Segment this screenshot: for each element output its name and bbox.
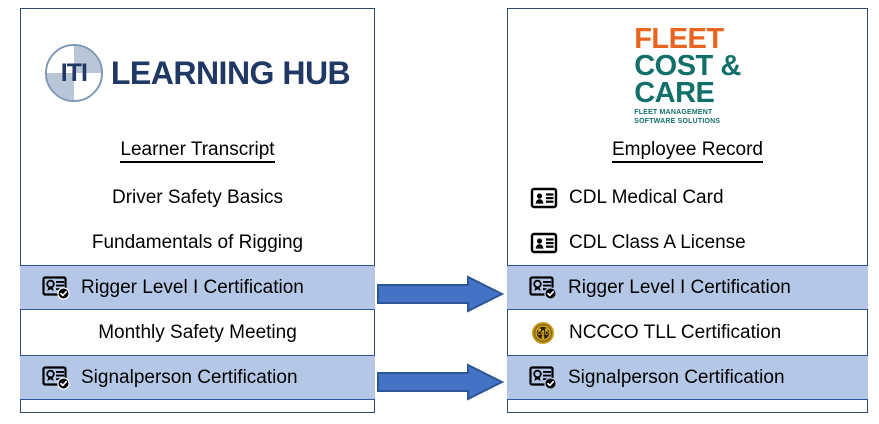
id-card-icon <box>530 230 560 256</box>
certificate-check-icon <box>529 365 559 391</box>
id-card-icon <box>530 185 560 211</box>
fcc-line-cost: COST & <box>634 50 741 83</box>
list-item-label: CDL Medical Card <box>569 186 724 208</box>
list-item-label: Rigger Level I Certification <box>568 276 791 298</box>
list-item-nccco-tll[interactable]: CCO NCCCO TLL Certification <box>508 310 867 355</box>
list-item-rigger-level-1[interactable]: Rigger Level I Certification <box>507 265 868 310</box>
list-item-label: Monthly Safety Meeting <box>98 321 297 343</box>
iti-wordmark: LEARNING HUB <box>110 54 351 91</box>
list-item[interactable]: Fundamentals of Rigging <box>21 220 374 265</box>
certificate-check-icon <box>42 275 72 301</box>
nccco-medallion-icon: CCO <box>530 320 560 346</box>
iti-circle-logo: ITI <box>44 44 103 102</box>
employee-record-heading: Employee Record <box>508 137 867 175</box>
fcc-tagline-2: SOFTWARE SOLUTIONS <box>634 117 721 125</box>
list-item-rigger-level-1[interactable]: Rigger Level I Certification <box>20 265 375 310</box>
list-item-cdl-medical-card[interactable]: CDL Medical Card <box>508 175 867 220</box>
sync-arrow-rigger <box>376 275 505 318</box>
list-item-signalperson[interactable]: Signalperson Certification <box>20 355 375 400</box>
list-item-label: Driver Safety Basics <box>111 186 284 208</box>
learner-transcript-heading: Learner Transcript <box>21 137 374 175</box>
learner-transcript-panel: ITI LEARNING HUB Learner Transcript Driv… <box>20 8 375 413</box>
certificate-check-icon <box>529 275 559 301</box>
svg-text:CCO: CCO <box>537 331 549 337</box>
employee-record-list: CDL Medical Card CDL Class A License <box>507 175 868 412</box>
list-item-label: Signalperson Certification <box>81 366 298 388</box>
sync-arrow-signalperson <box>376 363 505 406</box>
list-item-label: Signalperson Certification <box>568 366 785 388</box>
list-item[interactable]: Driver Safety Basics <box>21 175 374 220</box>
list-item-label: CDL Class A License <box>569 231 746 253</box>
list-item[interactable]: Monthly Safety Meeting <box>21 310 374 355</box>
list-item-label: Fundamentals of Rigging <box>91 231 304 253</box>
iti-learning-hub-logo: ITI LEARNING HUB <box>21 9 374 137</box>
list-item-cdl-class-a-license[interactable]: CDL Class A License <box>508 220 867 265</box>
fcc-line-fleet: FLEET <box>634 23 724 56</box>
list-bottom-spacer <box>21 400 374 412</box>
fleet-cost-care-logo: FLEET COST & CARE FLEET MANAGEMENT SOFTW… <box>508 9 867 137</box>
fcc-line-care: CARE <box>634 76 715 109</box>
employee-record-panel: FLEET COST & CARE FLEET MANAGEMENT SOFTW… <box>507 8 868 413</box>
list-item-label: Rigger Level I Certification <box>81 276 304 298</box>
fcc-tagline-1: FLEET MANAGEMENT <box>634 109 713 117</box>
list-item-label: NCCCO TLL Certification <box>569 321 782 343</box>
list-item-signalperson[interactable]: Signalperson Certification <box>507 355 868 400</box>
iti-badge-text: ITI <box>60 58 88 87</box>
learner-transcript-heading-text: Learner Transcript <box>120 139 275 163</box>
employee-record-heading-text: Employee Record <box>611 139 764 163</box>
learner-transcript-list: Driver Safety Basics Fundamentals of Rig… <box>20 175 375 412</box>
list-bottom-spacer <box>508 400 867 412</box>
certificate-check-icon <box>42 365 72 391</box>
